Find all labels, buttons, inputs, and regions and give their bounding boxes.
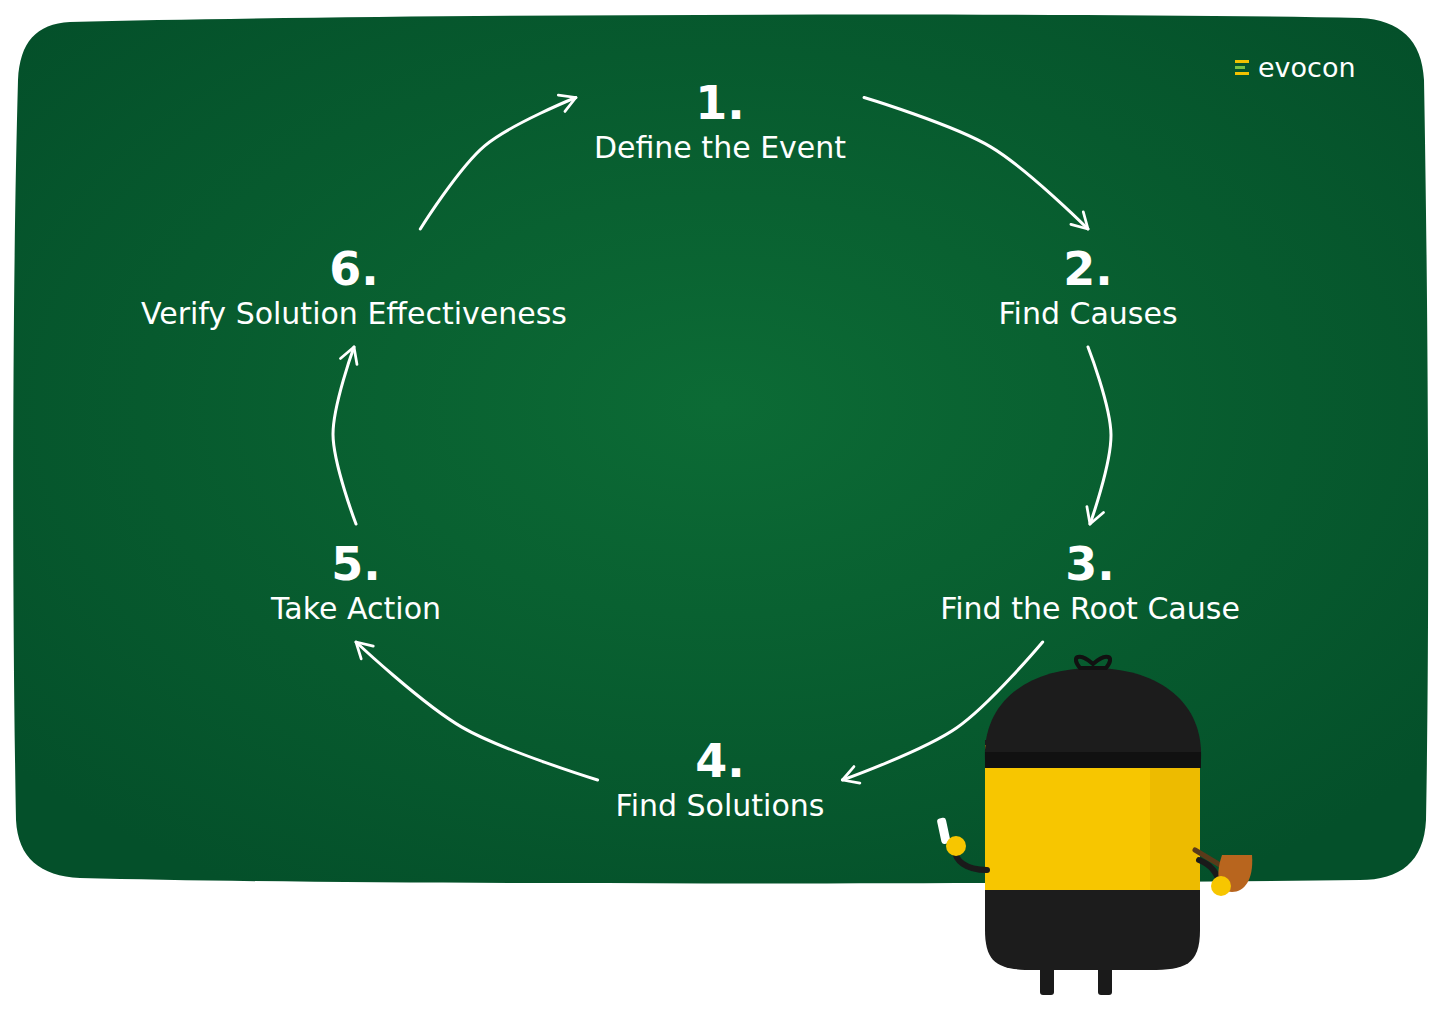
step-label: Define the Event — [594, 129, 846, 167]
process-step: 5.Take Action — [263, 534, 449, 632]
hat-brim — [985, 752, 1201, 768]
step-number: 3. — [940, 538, 1240, 590]
step-label: Find Solutions — [616, 787, 825, 825]
process-step: 4.Find Solutions — [608, 731, 833, 829]
step-number: 4. — [616, 735, 825, 787]
flow-arrow — [333, 347, 356, 524]
step-label: Verify Solution Effectiveness — [141, 295, 567, 333]
step-label: Find the Root Cause — [940, 590, 1240, 628]
flow-arrow — [864, 98, 1088, 230]
mascot-hat — [985, 668, 1201, 760]
step-number: 2. — [998, 243, 1177, 295]
chalkboard-surface — [13, 15, 1428, 884]
process-step: 6.Verify Solution Effectiveness — [133, 239, 575, 337]
mascot-hand-right — [1211, 876, 1231, 896]
mascot-face — [985, 745, 1200, 890]
step-number: 6. — [141, 243, 567, 295]
process-step: 3.Find the Root Cause — [932, 534, 1248, 632]
flow-arrow — [356, 642, 598, 780]
logo-icon — [1235, 60, 1249, 75]
mascot-body — [985, 740, 1200, 970]
flow-arrow — [420, 98, 576, 230]
process-step: 2.Find Causes — [990, 239, 1185, 337]
step-number: 1. — [594, 77, 846, 129]
step-number: 5. — [271, 538, 441, 590]
hat-bow — [1076, 657, 1110, 668]
flow-arrow — [1088, 347, 1111, 524]
step-label: Find Causes — [998, 295, 1177, 333]
mascot-hand-left — [946, 836, 966, 856]
brand-logo: evocon — [1258, 52, 1356, 84]
process-step: 1.Define the Event — [586, 73, 854, 171]
step-label: Take Action — [271, 590, 441, 628]
